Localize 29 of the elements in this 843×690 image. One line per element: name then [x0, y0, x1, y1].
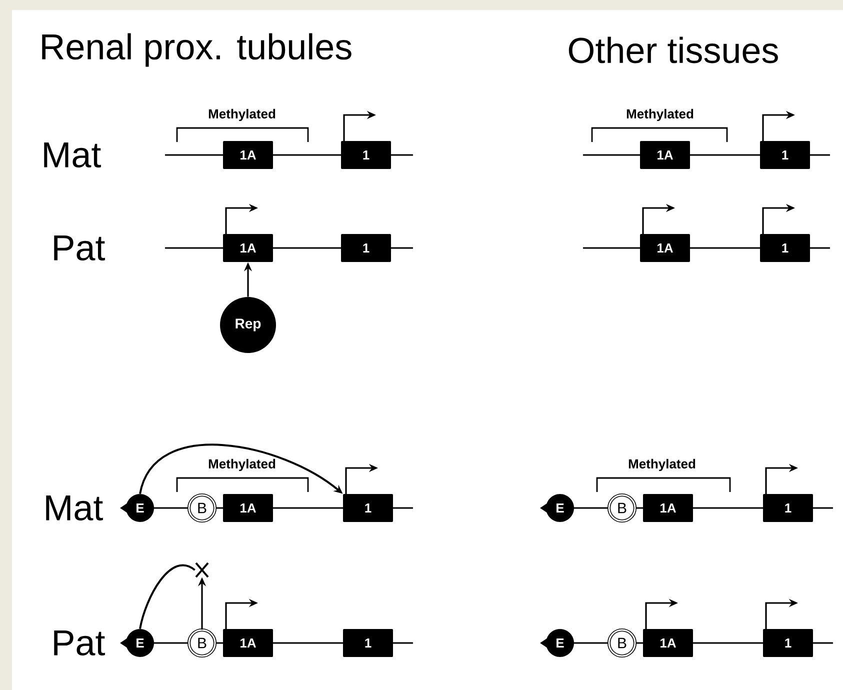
column-heading: Other tissues	[568, 36, 778, 64]
row-label: Pat	[54, 630, 105, 656]
node-label: B	[618, 638, 626, 648]
row-label: Mat	[46, 495, 103, 521]
exon-box: 1	[763, 494, 813, 522]
exon-box: 1A	[643, 494, 693, 522]
cross-mark	[195, 562, 209, 578]
exon-box: 1	[343, 629, 393, 657]
exon-box: 1A	[223, 234, 273, 262]
methylation-label: Methylated	[626, 108, 694, 122]
methylation-label: Methylated	[208, 458, 276, 472]
exon-box: 1A	[223, 494, 273, 522]
exon-box: 1	[763, 629, 813, 657]
exon-box: 1A	[643, 629, 693, 657]
exon-box: 1A	[640, 234, 690, 262]
exon-box: 1	[760, 234, 810, 262]
node-label: B	[198, 638, 206, 648]
exon-box: 1A	[640, 141, 690, 169]
column-heading: Renal prox. tubules	[42, 33, 352, 67]
exon-box: 1	[343, 494, 393, 522]
row-label: Pat	[54, 235, 105, 261]
row-label: Mat	[44, 142, 101, 168]
exon-box: 1A	[223, 141, 273, 169]
exon-box: 1	[341, 141, 391, 169]
exon-box: 1	[341, 234, 391, 262]
methylation-label: Methylated	[628, 458, 696, 472]
methylation-label: Methylated	[208, 108, 276, 122]
exon-box: 1A	[223, 629, 273, 657]
exon-box: 1	[760, 141, 810, 169]
